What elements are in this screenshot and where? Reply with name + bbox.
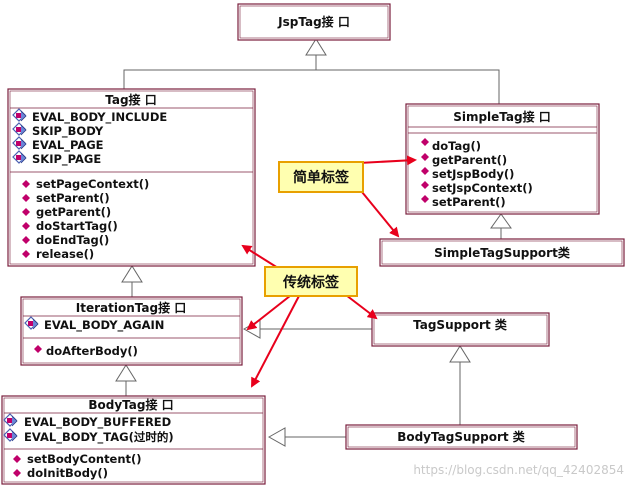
tag-method: getParent() <box>22 205 111 219</box>
svg-text:doEndTag(): doEndTag() <box>36 233 109 247</box>
tagsupport-to-iterationtag-line <box>260 328 375 330</box>
svg-text:release(): release() <box>36 247 94 261</box>
tag-method: doStartTag() <box>22 219 118 233</box>
svg-text:setJspContext(): setJspContext() <box>432 181 533 195</box>
tagsupport-title: TagSupport 类 <box>413 317 508 332</box>
simpletag-title: SimpleTag接 口 <box>453 109 551 124</box>
svg-text:getParent(): getParent() <box>36 205 111 219</box>
svg-text:setPageContext(): setPageContext() <box>36 177 149 191</box>
bodytag-title: BodyTag接 口 <box>88 397 173 412</box>
svg-text:doAfterBody(): doAfterBody() <box>46 344 138 358</box>
jsptag-title: JspTag接 口 <box>277 14 350 29</box>
iterationtag-method: doAfterBody() <box>34 344 138 358</box>
simple-tag-callout: 简单标签 <box>278 161 364 193</box>
svg-text:EVAL_BODY_AGAIN: EVAL_BODY_AGAIN <box>44 318 164 333</box>
simpletag-method: setJspBody() <box>421 167 514 181</box>
svg-text:EVAL_BODY_INCLUDE: EVAL_BODY_INCLUDE <box>32 110 167 125</box>
jsptag-triangle <box>305 38 327 56</box>
tag-field: SKIP_PAGE <box>12 150 101 167</box>
bodytag-interface-box: BodyTag接 口 EVAL_BODY_BUFFERED EVAL_BODY_… <box>1 395 266 485</box>
simpletag-method: doTag() <box>421 138 481 153</box>
tag-field: EVAL_PAGE <box>12 136 104 153</box>
simpletagsupport-title: SimpleTagSupport类 <box>434 245 571 260</box>
svg-text:doStartTag(): doStartTag() <box>36 219 118 233</box>
classic-tag-callout: 传统标签 <box>264 266 358 297</box>
tagsupport-class-box: TagSupport 类 <box>371 312 550 347</box>
svg-text:setJspBody(): setJspBody() <box>432 167 514 181</box>
bodytag-method: setBodyContent() <box>13 452 142 466</box>
tag-field: SKIP_BODY <box>12 122 104 139</box>
simpletag-method: setParent() <box>421 195 506 209</box>
svg-text:EVAL_PAGE: EVAL_PAGE <box>32 138 104 153</box>
tag-method: setParent() <box>22 191 110 205</box>
bodytag-side-triangle <box>267 427 286 447</box>
simpletagsupport-class-box: SimpleTagSupport类 <box>379 238 625 267</box>
iterationtag-triangle <box>115 364 137 382</box>
svg-text:SKIP_BODY: SKIP_BODY <box>32 124 104 139</box>
jsptag-interface-box: JspTag接 口 <box>237 3 391 41</box>
classic-callout-arrow <box>246 291 296 331</box>
simple-tag-callout-label: 简单标签 <box>293 169 350 186</box>
svg-text:setParent(): setParent() <box>432 195 506 209</box>
svg-text:SKIP_PAGE: SKIP_PAGE <box>32 152 101 167</box>
tag-method: doEndTag() <box>22 233 109 247</box>
tagsupport-triangle <box>449 345 471 363</box>
iterationtag-field: EVAL_BODY_AGAIN <box>24 316 164 333</box>
svg-text:doInitBody(): doInitBody() <box>27 466 108 480</box>
svg-text:setParent(): setParent() <box>36 191 110 205</box>
svg-text:getParent(): getParent() <box>432 153 507 167</box>
simpletag-method: getParent() <box>421 153 507 167</box>
tag-interface-box: Tag接 口 EVAL_BODY_INCLUDE SKIP_BODY EVAL_… <box>7 88 256 267</box>
classic-callout-arrow <box>251 293 301 388</box>
simpletag-interface-box: SimpleTag接 口 doTag() getParent() setJspB… <box>405 103 600 215</box>
classic-callout-arrow <box>241 244 279 269</box>
simpletag-triangle <box>490 213 512 229</box>
bodytagsupport-class-box: BodyTagSupport 类 <box>345 424 578 450</box>
bodytagsupport-title: BodyTagSupport 类 <box>397 429 526 444</box>
watermark-text: https://blog.csdn.net/qq_42402854 <box>413 463 624 477</box>
simpletag-method: setJspContext() <box>421 181 533 195</box>
tag-triangle <box>121 265 143 283</box>
svg-text:doTag(): doTag() <box>432 139 481 153</box>
bodytag-field: EVAL_BODY_BUFFERED <box>3 413 171 430</box>
tag-field: EVAL_BODY_INCLUDE <box>12 108 167 125</box>
simple-callout-arrow <box>361 191 400 238</box>
tag-method: release() <box>22 247 94 261</box>
iterationtag-title: IterationTag接 口 <box>76 300 187 315</box>
iterationtag-interface-box: IterationTag接 口 EVAL_BODY_AGAIN doAfterB… <box>20 296 243 366</box>
tag-title: Tag接 口 <box>105 92 157 107</box>
jsptag-branch-line <box>123 69 500 104</box>
bodytag-method: doInitBody() <box>13 466 108 480</box>
bodytag-field: EVAL_BODY_TAG(过时的) <box>3 428 174 445</box>
classic-tag-callout-label: 传统标签 <box>282 274 340 291</box>
svg-text:setBodyContent(): setBodyContent() <box>27 452 142 466</box>
tag-method: setPageContext() <box>22 177 149 191</box>
svg-text:EVAL_BODY_BUFFERED: EVAL_BODY_BUFFERED <box>24 415 171 430</box>
svg-text:EVAL_BODY_TAG(过时的): EVAL_BODY_TAG(过时的) <box>24 430 174 445</box>
